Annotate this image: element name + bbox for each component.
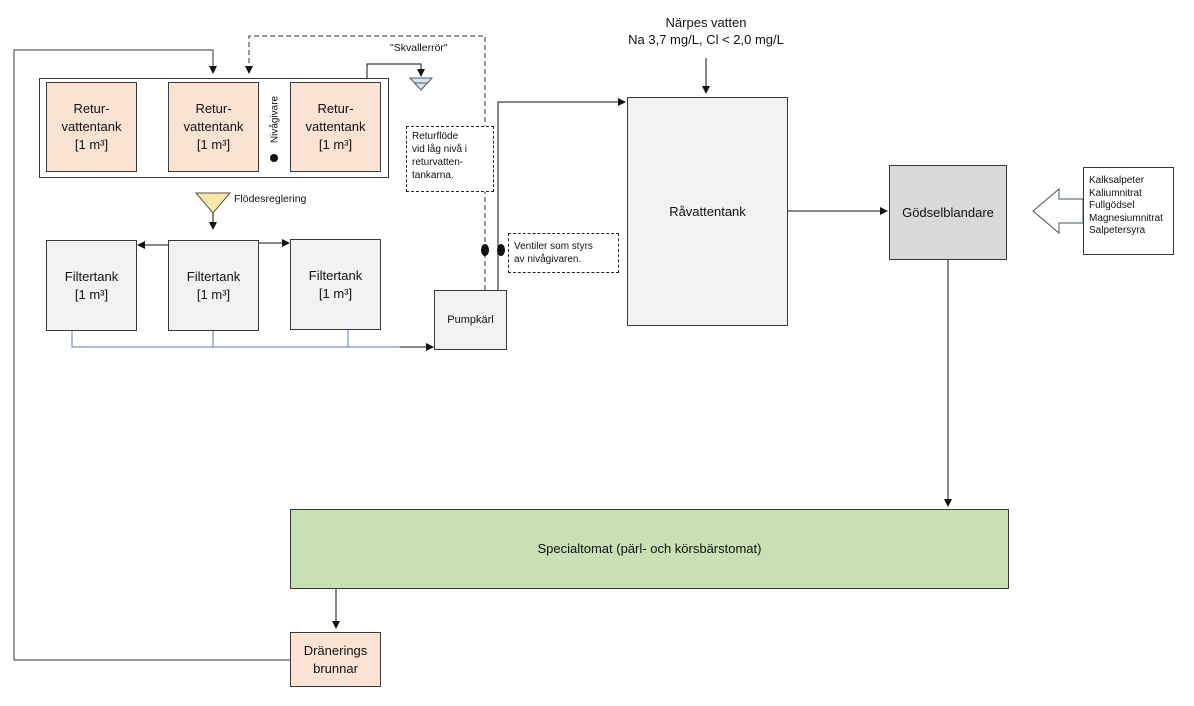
fertilizer-mixer-label: Gödselblandare [902, 204, 994, 220]
drainage-wells: Dränerings brunnar [290, 632, 381, 687]
valves-note-line: av nivågivaren. [514, 254, 582, 265]
return-tank-1-label-line2: vattentank [61, 119, 122, 134]
fertilizer-list: Kalksalpeter Kaliumnitrat Fullgödsel Mag… [1083, 167, 1174, 255]
flow-control-label: Flödesreglering [234, 193, 307, 205]
filter-tank-1: Filtertank [1 m³] [46, 240, 137, 331]
filter-tank-1-volume: [1 m³] [74, 286, 109, 302]
return-flow-note-line: Returflöde [412, 131, 459, 142]
drainage-label-line2: brunnar [313, 660, 358, 676]
valves-note: Ventiler som styrs av nivågivaren. [508, 233, 619, 273]
overflow-pipe-line [366, 63, 425, 78]
valves-note-line: Ventiler som styrs [514, 241, 593, 252]
water-source-name: Närpes vatten [665, 15, 747, 30]
return-tank-2-label-line2: vattentank [183, 119, 244, 134]
fertilizer-item: Kaliumnitrat [1089, 187, 1142, 199]
filter-tank-2-volume: [1 m³] [196, 286, 231, 302]
fertilizer-inlet-arrow-icon [1032, 187, 1084, 235]
return-tank-3: Retur- vattentank [1 m³] [290, 82, 381, 172]
return-tank-2: Retur- vattentank [1 m³] [168, 82, 259, 172]
return-tank-2-volume: [1 m³] [196, 137, 231, 152]
pump-to-rawtank-line [497, 98, 626, 290]
flow-control-valve-icon [194, 192, 232, 214]
return-tank-1-label-line1: Retur- [73, 101, 110, 116]
level-sensor-dot-icon [270, 154, 278, 162]
fertilizer-item: Fullgödsel [1089, 200, 1135, 211]
return-flow-note-line: vid låg nivå i [412, 144, 468, 155]
filter-outlet-pipes [71, 330, 427, 348]
filter-tank-2: Filtertank [1 m³] [168, 240, 259, 331]
filter-tank-1-name: Filtertank [64, 268, 119, 284]
return-flow-note-line: returvatten- [412, 157, 464, 168]
level-sensor-label: Nivågivare [269, 95, 281, 144]
fertilizer-item: Kalksalpeter [1089, 175, 1145, 186]
filter-tank-3-name: Filtertank [308, 267, 363, 283]
water-source-quality: Na 3,7 mg/L, Cl < 2,0 mg/L [628, 32, 784, 47]
filter-tank-3: Filtertank [1 m³] [290, 239, 381, 330]
fertilizer-item: Salpetersyra [1089, 225, 1146, 236]
fertilizer-item: Magnesiumnitrat [1089, 212, 1163, 224]
return-tank-1-volume: [1 m³] [74, 137, 109, 152]
return-tank-3-label-line2: vattentank [305, 119, 366, 134]
return-flow-note-line: tankarna. [412, 170, 454, 181]
drainage-label-line1: Dränerings [303, 642, 368, 658]
return-tank-3-label-line1: Retur- [317, 101, 354, 116]
raw-water-tank: Råvattentank [627, 97, 788, 326]
return-flow-note: Returflöde vid låg nivå i returvatten- t… [406, 126, 494, 192]
valve-icon [497, 244, 505, 256]
return-tank-3-volume: [1 m³] [318, 137, 353, 152]
crop-label: Specialtomat (pärl- och körsbärstomat) [537, 541, 762, 556]
return-tank-2-label-line1: Retur- [195, 101, 232, 116]
pump-vessel: Pumpkärl [434, 290, 507, 350]
water-source: Närpes vatten Na 3,7 mg/L, Cl < 2,0 mg/L [596, 14, 816, 48]
return-tank-1: Retur- vattentank [1 m³] [46, 82, 137, 172]
fertilizer-mixer: Gödselblandare [889, 165, 1007, 260]
overflow-outlet-icon [408, 77, 434, 91]
return-flow-dashed-line [245, 35, 486, 290]
pump-vessel-label: Pumpkärl [447, 314, 494, 326]
crop-block: Specialtomat (pärl- och körsbärstomat) [290, 509, 1009, 589]
drainage-return-line [13, 49, 290, 661]
filter-tank-2-name: Filtertank [186, 268, 241, 284]
filter-tank-3-volume: [1 m³] [318, 285, 353, 301]
valve-icon [481, 244, 489, 256]
raw-water-tank-label: Råvattentank [669, 203, 746, 219]
overflow-pipe-label: "Skvallerrör" [390, 42, 448, 54]
